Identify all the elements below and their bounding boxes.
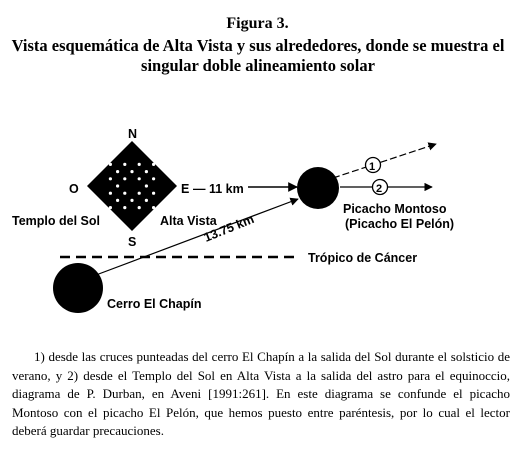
figure-caption: 1) desde las cruces punteadas del cerro … — [12, 349, 510, 438]
grid-dot — [137, 191, 141, 195]
grid-dot — [152, 162, 156, 166]
distance-east-label: — 11 km — [193, 182, 244, 196]
grid-dot — [152, 177, 156, 181]
grid-dot — [116, 170, 120, 174]
grid-dot — [144, 184, 148, 188]
alta-vista-label: Alta Vista — [160, 214, 218, 228]
marker-1-circle — [364, 156, 382, 174]
marker-2-circle — [371, 178, 389, 196]
alignment-arrow-1 — [332, 142, 437, 179]
grid-dot — [130, 198, 134, 202]
grid-dot — [152, 191, 156, 195]
picacho-label: Picacho Montoso — [343, 202, 447, 216]
grid-dot — [152, 206, 156, 210]
grid-dot — [116, 184, 120, 188]
tropic-label: Trópico de Cáncer — [308, 251, 417, 265]
grid-dot — [123, 177, 127, 181]
alignment-diagram: N S O E — 11 km Templo del Sol Alta Vist… — [12, 127, 454, 313]
grid-dot — [108, 206, 112, 210]
grid-dot — [116, 198, 120, 202]
compass-west: O — [69, 182, 79, 196]
dot-grid — [108, 162, 156, 210]
grid-dot — [137, 162, 141, 166]
marker-1-label: 1 — [369, 161, 375, 173]
grid-dot — [137, 206, 141, 210]
picacho-montoso-circle — [297, 167, 339, 209]
grid-dot — [144, 170, 148, 174]
grid-dot — [130, 170, 134, 174]
grid-dot — [108, 177, 112, 181]
grid-dot — [123, 191, 127, 195]
temple-label: Templo del Sol — [12, 214, 100, 228]
grid-dot — [108, 191, 112, 195]
diagonal-line — [95, 197, 299, 276]
cerro-el-chapin-circle — [53, 263, 103, 313]
grid-dot — [108, 162, 112, 166]
compass-east: E — [181, 182, 189, 196]
figure-label: Figura 3. — [226, 15, 289, 32]
grid-dot — [123, 206, 127, 210]
grid-dot — [123, 162, 127, 166]
grid-dot — [137, 177, 141, 181]
grid-dot — [144, 198, 148, 202]
compass-north: N — [128, 127, 137, 141]
marker-2-label: 2 — [376, 183, 382, 195]
chapin-label: Cerro El Chapín — [107, 297, 201, 311]
compass-south: S — [128, 235, 136, 249]
picacho-alt-label: (Picacho El Pelón) — [345, 217, 454, 231]
figure-title: Vista esquemática de Alta Vista y sus al… — [11, 36, 505, 75]
